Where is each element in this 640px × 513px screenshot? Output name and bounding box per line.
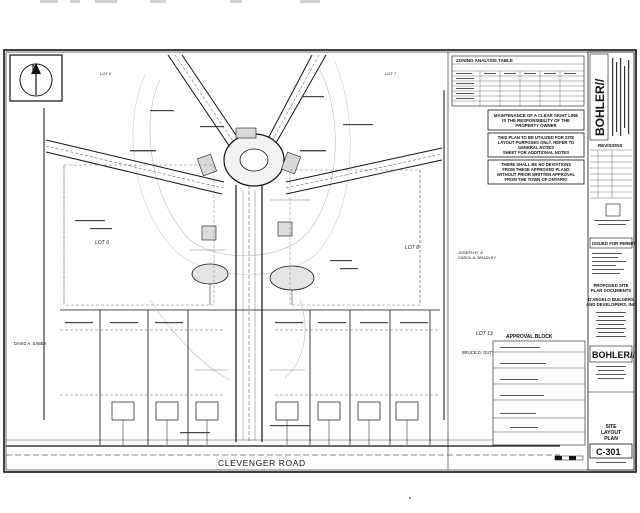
retention-basin bbox=[191, 263, 229, 285]
note-line: MAINTENANCE OF A CLEAR SIGHT LINE bbox=[494, 113, 578, 118]
access-drive bbox=[235, 185, 263, 442]
top-bleed-marks bbox=[40, 0, 320, 3]
note-line: WITHOUT PRIOR WRITTEN APPROVAL bbox=[497, 172, 576, 177]
contour bbox=[149, 299, 231, 381]
lot-label: LOT 8 bbox=[405, 245, 419, 251]
note-line: GENERAL NOTES bbox=[518, 145, 554, 150]
company-name: D'ANGELO BUILDERS bbox=[588, 297, 634, 302]
setback-lines bbox=[60, 165, 440, 396]
lot-label: LOT 7 bbox=[385, 71, 397, 76]
north-arrow-icon: N bbox=[9, 54, 63, 102]
approval-block-title: APPROVAL BLOCK bbox=[506, 334, 553, 340]
lot-setback bbox=[289, 169, 421, 306]
issued-for-permit: ISSUED FOR PERMIT bbox=[592, 241, 636, 246]
building-pad bbox=[280, 151, 302, 175]
revisions-title: REVISIONS bbox=[598, 143, 623, 148]
no-deviations-note: THERE SHALL BE NO DEVIATIONS FROM THESE … bbox=[487, 159, 585, 185]
cul-de-sac-island bbox=[239, 148, 269, 172]
owner-label: BRUCE D. GUTTER bbox=[462, 350, 500, 355]
company-name: AND DEVELOPERS, INC bbox=[586, 302, 636, 307]
project-title: PROPOSED SITE bbox=[593, 283, 628, 288]
zoning-table: ZONING ANALYSIS TABLE bbox=[451, 55, 585, 107]
owner-label: CAROL A. BRADLEY bbox=[458, 255, 496, 260]
owner-label: DAVID A. SABEY bbox=[14, 341, 47, 346]
note-line: IS THE RESPONSIBILITY OF THE bbox=[502, 118, 570, 123]
bohler-logo: BOHLER// bbox=[593, 78, 607, 136]
utility-box bbox=[201, 225, 217, 241]
lot-label: LOT 5 bbox=[100, 71, 112, 76]
note-line: LAYOUT PURPOSES ONLY. REFER TO bbox=[498, 140, 575, 145]
diagonal-road-left bbox=[167, 54, 243, 151]
road-label: CLEVENGER ROAD bbox=[218, 458, 306, 468]
utility-box bbox=[277, 221, 293, 237]
outer-border bbox=[3, 49, 637, 473]
owner-label: JOSEPH R. & bbox=[458, 250, 483, 255]
note-line: FROM THE TOWN OF ONTARIO bbox=[505, 177, 569, 182]
note-line: SHEET FOR ADDITIONAL NOTES bbox=[503, 150, 570, 155]
lot-label: LOT 13 bbox=[476, 331, 493, 337]
sheet-title: SITE bbox=[605, 424, 617, 430]
title-block: BOHLER// REVISIONS ISSUED FOR PERMIT PRO… bbox=[586, 51, 636, 471]
sheet-number: C-301 bbox=[596, 447, 621, 457]
contour bbox=[132, 61, 351, 275]
note-line: THERE SHALL BE NO DEVIATIONS bbox=[501, 162, 571, 167]
house-footprints bbox=[111, 401, 419, 421]
maintenance-note: MAINTENANCE OF A CLEAR SIGHT LINE IS THE… bbox=[487, 109, 585, 131]
diagonal-road-right bbox=[261, 54, 327, 151]
sheet-title: PLAN bbox=[604, 436, 618, 442]
bohler-logo-small: BOHLER// bbox=[592, 350, 636, 360]
engineer-seal bbox=[605, 203, 621, 217]
driveways bbox=[122, 420, 408, 445]
note-line: THIS PLAN TO BE UTILIZED FOR SITE bbox=[498, 135, 575, 140]
sheet-title: LAYOUT bbox=[601, 430, 621, 436]
drawing-area: N bbox=[6, 54, 560, 468]
note-line: FROM THESE APPROVED PLANS bbox=[502, 167, 570, 172]
project-title: PLAN DOCUMENTS bbox=[591, 288, 632, 293]
clevenger-road bbox=[6, 439, 560, 456]
plan-use-note: THIS PLAN TO BE UTILIZED FOR SITE LAYOUT… bbox=[487, 132, 585, 158]
annotation-marks bbox=[65, 96, 428, 434]
building-pad bbox=[235, 127, 257, 139]
lot-label: LOT 6 bbox=[95, 240, 109, 246]
lot-setback bbox=[63, 164, 215, 306]
contour bbox=[284, 299, 306, 379]
west-road bbox=[45, 139, 225, 195]
note-line: PROPERTY OWNER bbox=[515, 123, 557, 128]
zoning-table-title: ZONING ANALYSIS TABLE bbox=[456, 58, 513, 63]
east-road bbox=[285, 147, 443, 195]
retention-basin bbox=[269, 265, 315, 291]
revision-note-mark bbox=[596, 462, 626, 463]
scan-speck bbox=[409, 497, 411, 499]
southern-lots bbox=[99, 310, 431, 445]
north-label: N bbox=[32, 65, 37, 72]
scale-bar bbox=[554, 455, 584, 461]
approval-block: APPROVAL BLOCK bbox=[492, 334, 586, 446]
dimension-lines bbox=[190, 199, 310, 371]
